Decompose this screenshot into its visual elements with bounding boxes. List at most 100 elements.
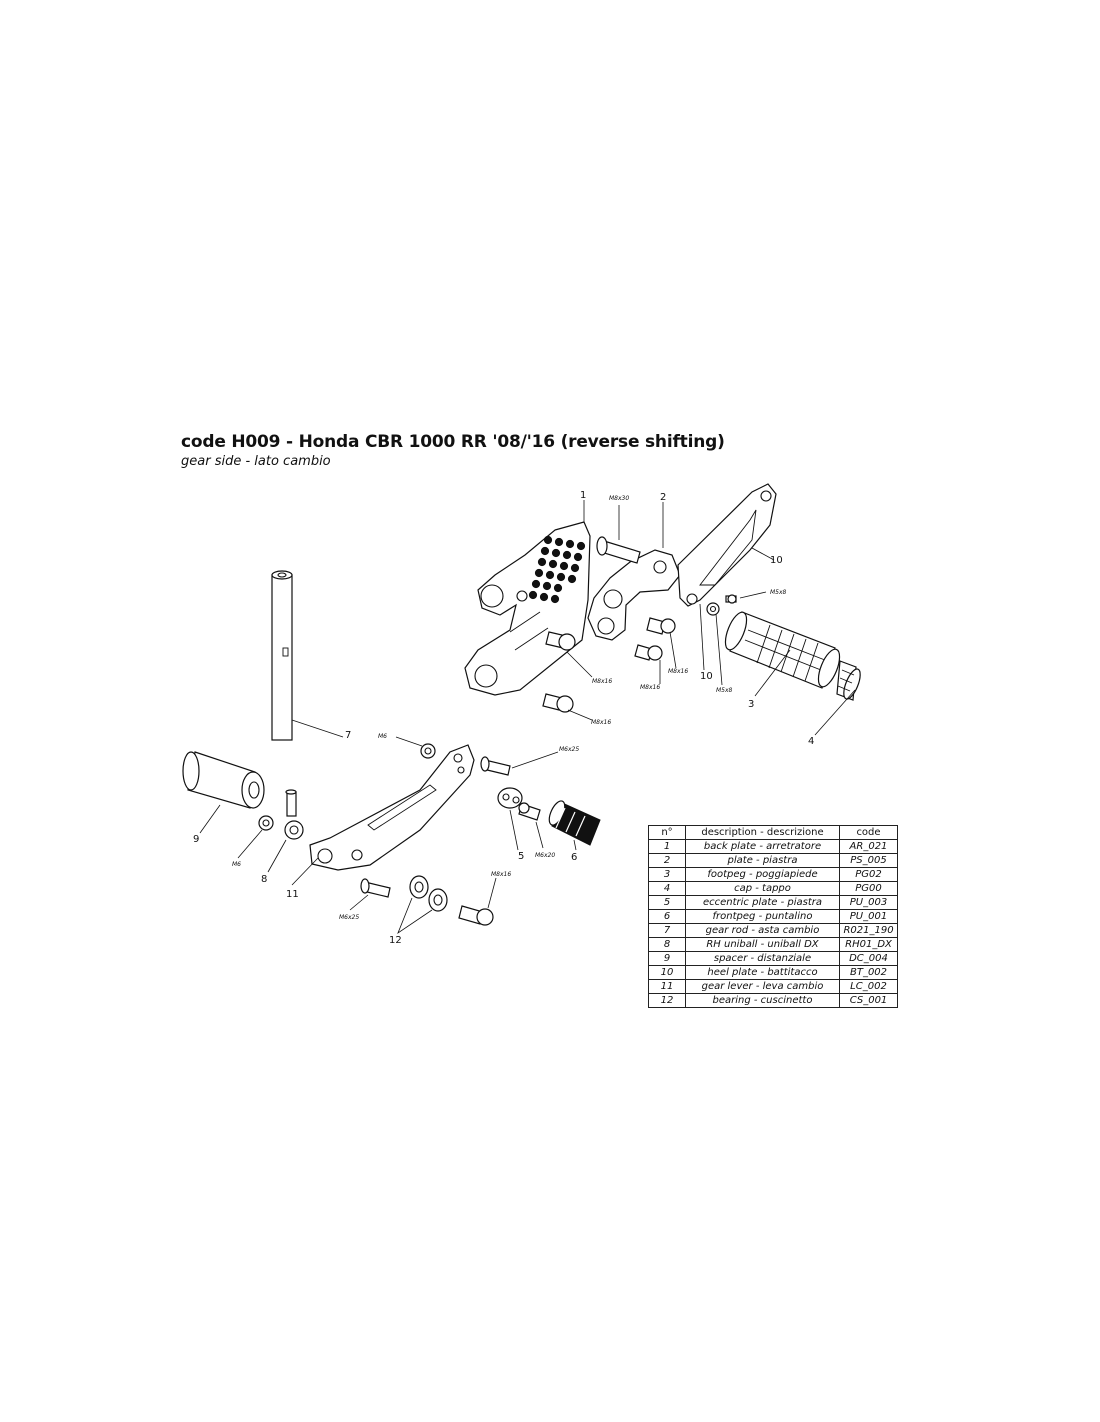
row-description: cap - tappo bbox=[685, 881, 840, 896]
screw-m8x16-a bbox=[545, 631, 576, 651]
row-number: 10 bbox=[648, 965, 686, 980]
bolt-m6x25-top bbox=[480, 756, 511, 776]
row-code: LC_002 bbox=[839, 979, 898, 994]
back-plate-hole bbox=[562, 550, 572, 560]
row-description: back plate - arretratore bbox=[685, 839, 840, 854]
back-plate-hole bbox=[542, 581, 552, 591]
callout-12: 12 bbox=[389, 935, 402, 946]
label-m6-nut: M6 bbox=[232, 861, 241, 868]
callout-8: 8 bbox=[261, 874, 267, 885]
bolt-m8x30 bbox=[596, 536, 641, 564]
row-number: 2 bbox=[648, 853, 686, 868]
back-plate-hole-grid bbox=[528, 535, 586, 604]
row-description: heel plate - battitacco bbox=[685, 965, 840, 980]
back-plate-hole bbox=[548, 559, 558, 569]
part-bearing bbox=[409, 875, 448, 912]
screw-m5x8-bottom bbox=[706, 602, 720, 616]
part-plate bbox=[587, 549, 681, 641]
label-m8x16-a: M8x16 bbox=[592, 678, 612, 685]
row-code: PS_005 bbox=[839, 853, 898, 868]
back-plate-hole bbox=[573, 552, 583, 562]
row-description: plate - piastra bbox=[685, 853, 840, 868]
leader-lines bbox=[199, 500, 856, 935]
callout-10-bottom: 10 bbox=[700, 671, 713, 682]
row-description: bearing - cuscinetto bbox=[685, 993, 840, 1008]
row-code: R021_190 bbox=[839, 923, 898, 938]
header-description: description - descrizione bbox=[685, 825, 840, 840]
callout-9: 9 bbox=[193, 834, 199, 845]
row-number: 7 bbox=[648, 923, 686, 938]
parts-table-header: n° description - descrizione code bbox=[648, 825, 898, 840]
row-code: PU_001 bbox=[839, 909, 898, 924]
row-description: spacer - distanziale bbox=[685, 951, 840, 966]
label-m6x25-top: M6x25 bbox=[559, 746, 579, 753]
row-description: footpeg - poggiapiede bbox=[685, 867, 840, 882]
row-number: 4 bbox=[648, 881, 686, 896]
part-back-plate bbox=[464, 521, 591, 696]
diagram-subtitle: gear side - lato cambio bbox=[181, 454, 331, 469]
row-description: gear rod - asta cambio bbox=[685, 923, 840, 938]
part-gear-rod bbox=[271, 570, 293, 741]
label-m5x8-bottom: M5x8 bbox=[716, 687, 733, 694]
row-number: 6 bbox=[648, 909, 686, 924]
label-m8x16-b: M8x16 bbox=[668, 668, 688, 675]
back-plate-hole bbox=[537, 557, 547, 567]
back-plate-hole bbox=[539, 592, 549, 602]
label-m8x16-e: M8x16 bbox=[491, 871, 511, 878]
callout-10-top: 10 bbox=[770, 555, 783, 566]
row-number: 8 bbox=[648, 937, 686, 952]
part-heel-plate bbox=[677, 483, 777, 607]
nut-m6-lower bbox=[258, 815, 274, 831]
back-plate-hole bbox=[556, 572, 566, 582]
label-m6-top: M6 bbox=[378, 733, 387, 740]
row-code: DC_004 bbox=[839, 951, 898, 966]
row-description: gear lever - leva cambio bbox=[685, 979, 840, 994]
label-m8x30: M8x30 bbox=[609, 495, 629, 502]
callout-numbers: 1 2 3 4 5 6 7 8 9 10 10 11 12 bbox=[193, 490, 814, 946]
part-cap bbox=[836, 660, 861, 701]
screw-m8x16-d bbox=[542, 693, 574, 713]
back-plate-hole bbox=[576, 541, 586, 551]
back-plate-hole bbox=[551, 548, 561, 558]
back-plate-hole bbox=[570, 563, 580, 573]
back-plate-hole bbox=[543, 535, 553, 545]
part-spacer bbox=[182, 751, 265, 809]
row-code: CS_001 bbox=[839, 993, 898, 1008]
row-number: 5 bbox=[648, 895, 686, 910]
header-number: n° bbox=[648, 825, 686, 840]
row-code: RH01_DX bbox=[839, 937, 898, 952]
callout-5: 5 bbox=[518, 851, 524, 862]
back-plate-hole bbox=[550, 594, 560, 604]
screw-m8x16-c bbox=[634, 644, 663, 661]
part-gear-lever bbox=[309, 744, 475, 871]
row-code: PU_003 bbox=[839, 895, 898, 910]
part-footpeg bbox=[724, 611, 841, 689]
row-description: RH uniball - uniball DX bbox=[685, 937, 840, 952]
part-eccentric-plate bbox=[497, 787, 523, 809]
diagram-title: code H009 - Honda CBR 1000 RR '08/'16 (r… bbox=[181, 432, 725, 452]
screw-m5x8-top bbox=[725, 594, 737, 604]
screw-size-labels: M8x30 M5x8 M5x8 M8x16 M8x16 M8x16 M8x16 … bbox=[232, 495, 787, 921]
row-description: eccentric plate - piastra bbox=[685, 895, 840, 910]
back-plate-hole bbox=[553, 583, 563, 593]
screw-m8x16-e bbox=[458, 905, 494, 926]
row-code: PG02 bbox=[839, 867, 898, 882]
row-code: BT_002 bbox=[839, 965, 898, 980]
part-frontpeg bbox=[548, 800, 601, 846]
back-plate-hole bbox=[554, 537, 564, 547]
callout-2: 2 bbox=[660, 492, 666, 503]
